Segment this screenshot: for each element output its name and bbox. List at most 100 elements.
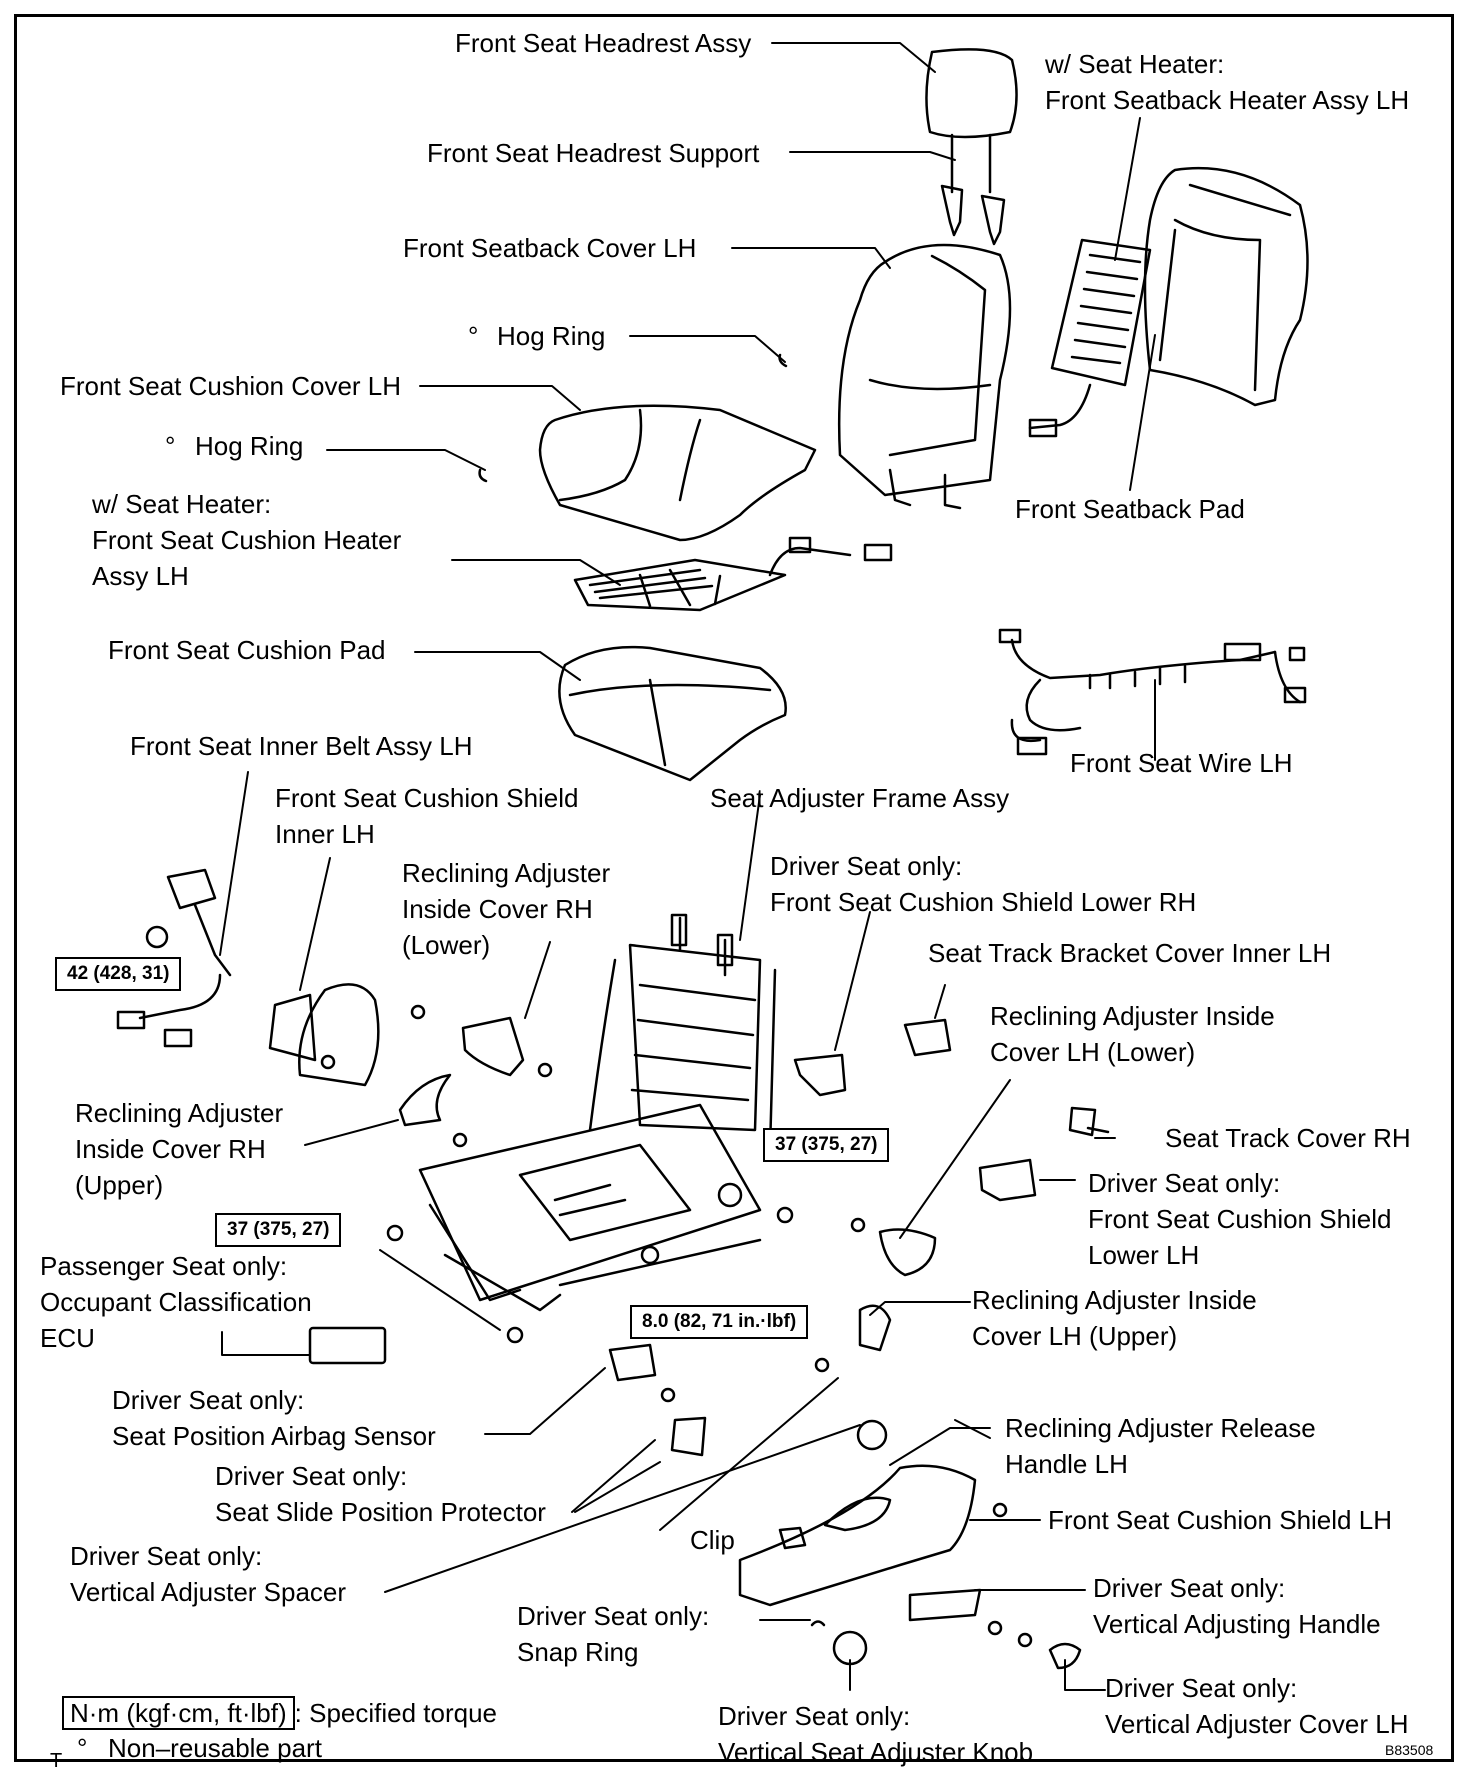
label-vertical-spacer-line2: Vertical Adjuster Spacer — [70, 1577, 347, 1607]
snap-ring — [810, 1620, 826, 1627]
label-shield-lower-rh-line2: Front Seat Cushion Shield Lower RH — [770, 887, 1197, 917]
label-rh-lower-line1: Reclining Adjuster — [402, 858, 611, 888]
label-shield-lh: Front Seat Cushion Shield LH — [1048, 1505, 1392, 1535]
torque-box-belt: 42 (428, 31) — [55, 957, 182, 991]
label-occupant-ecu-line1: Passenger Seat only: — [40, 1251, 288, 1281]
label-shield-lower-lh: Driver Seat only: Front Seat Cushion Shi… — [1088, 1165, 1392, 1273]
label-lh-lower-line2: Cover LH (Lower) — [990, 1037, 1196, 1067]
label-adjusting-handle-line2: Vertical Adjusting Handle — [1093, 1609, 1381, 1639]
hog-ring-1 — [778, 353, 788, 368]
adjuster-knob — [832, 1630, 868, 1666]
label-lh-lower-line1: Reclining Adjuster Inside — [990, 1001, 1275, 1031]
label-lh-upper: Reclining Adjuster Inside Cover LH (Uppe… — [972, 1282, 1257, 1354]
label-cushion-pad: Front Seat Cushion Pad — [108, 635, 386, 665]
label-occupant-ecu: Passenger Seat only: Occupant Classifica… — [40, 1248, 312, 1356]
label-seatback-heater: w/ Seat Heater: Front Seatback Heater As… — [1045, 46, 1409, 118]
label-slide-protector-line1: Driver Seat only: — [215, 1461, 408, 1491]
label-rh-upper-line2: Inside Cover RH — [75, 1134, 266, 1164]
torque-box-left: 37 (375, 27) — [215, 1213, 342, 1247]
label-lh-upper-line2: Cover LH (Upper) — [972, 1321, 1178, 1351]
label-seatback-cover: Front Seatback Cover LH — [403, 233, 697, 263]
label-hog-ring-2: Hog Ring — [195, 431, 304, 461]
slide-protector — [670, 1416, 707, 1457]
cover-rh-lower — [461, 1016, 525, 1077]
legend-unit-desc: : Specified torque — [294, 1698, 498, 1728]
legend-nonreusable-mark: ° — [77, 1733, 88, 1763]
label-shield-lower-lh-line3: Lower LH — [1088, 1240, 1200, 1270]
label-headrest-support: Front Seat Headrest Support — [427, 138, 760, 168]
figure-code: B83508 — [1385, 1742, 1434, 1758]
hog-ring-2 — [478, 468, 488, 483]
label-snap-ring-line1: Driver Seat only: — [517, 1601, 710, 1631]
label-seatback-pad: Front Seatback Pad — [1015, 494, 1245, 524]
label-airbag-sensor-line1: Driver Seat only: — [112, 1385, 305, 1415]
vertical-spacer — [856, 1419, 888, 1451]
torque-box-right: 37 (375, 27) — [763, 1128, 890, 1162]
cushion-heater — [573, 536, 893, 612]
label-snap-ring: Driver Seat only: Snap Ring — [517, 1598, 709, 1670]
bolt-sensor — [660, 1387, 676, 1403]
label-rh-upper-line3: (Upper) — [75, 1170, 164, 1200]
cushion-pad — [558, 645, 787, 782]
label-wire-lh: Front Seat Wire LH — [1070, 748, 1293, 778]
label-rh-upper-line1: Reclining Adjuster — [75, 1098, 284, 1128]
shield-lower-rh — [793, 1053, 847, 1097]
label-hog-ring-1: Hog Ring — [497, 321, 606, 351]
cushion-shield-lh — [738, 1464, 977, 1607]
label-track-bracket: Seat Track Bracket Cover Inner LH — [928, 938, 1332, 968]
label-release-handle: Reclining Adjuster Release Handle LH — [1005, 1410, 1316, 1482]
cushion-shield-inner — [268, 983, 426, 1087]
label-release-handle-line2: Handle LH — [1005, 1449, 1128, 1479]
label-cushion-heater: w/ Seat Heater: Front Seat Cushion Heate… — [92, 486, 401, 594]
label-cushion-heater-line3: Assy LH — [92, 561, 189, 591]
label-frame-assy: Seat Adjuster Frame Assy — [710, 783, 1010, 813]
bolt-left-37-a — [386, 1224, 404, 1242]
corner-mark: T — [50, 1750, 63, 1772]
cushion-cover — [538, 404, 817, 542]
seatback-cover — [837, 243, 1012, 510]
adjuster-cover — [1048, 1642, 1082, 1670]
label-shield-lower-rh-line1: Driver Seat only: — [770, 851, 963, 881]
label-slide-protector-line2: Seat Slide Position Protector — [215, 1497, 546, 1527]
label-airbag-sensor: Driver Seat only: Seat Position Airbag S… — [112, 1382, 436, 1454]
inner-belt — [116, 868, 232, 1048]
label-cushion-cover: Front Seat Cushion Cover LH — [60, 371, 402, 401]
cover-lh-lower — [878, 1228, 937, 1277]
label-shield-lower-rh: Driver Seat only: Front Seat Cushion Shi… — [770, 848, 1196, 920]
seat-wire-harness — [998, 628, 1307, 756]
label-lh-lower: Reclining Adjuster Inside Cover LH (Lowe… — [990, 998, 1275, 1070]
bolt-lh-lower — [850, 1217, 866, 1233]
label-occupant-ecu-line3: ECU — [40, 1323, 95, 1353]
label-vertical-spacer-line1: Driver Seat only: — [70, 1541, 263, 1571]
label-rh-upper: Reclining Adjuster Inside Cover RH (Uppe… — [75, 1095, 283, 1203]
bolt-lh-upper — [814, 1357, 830, 1373]
legend-nonreusable-desc: Non–reusable part — [108, 1733, 322, 1763]
release-handle — [823, 1496, 892, 1532]
label-clip: Clip — [690, 1525, 735, 1555]
mark-hog-ring-2: ° — [165, 431, 176, 461]
label-seatback-heater-line2: Front Seatback Heater Assy LH — [1045, 85, 1410, 115]
diagram-frame — [14, 14, 1454, 1762]
occupant-ecu — [308, 1326, 387, 1365]
bolt-shield-lh — [992, 1502, 1008, 1518]
label-rh-lower: Reclining Adjuster Inside Cover RH (Lowe… — [402, 855, 610, 963]
mark-hog-ring-1: ° — [468, 321, 479, 351]
label-cushion-heater-line2: Front Seat Cushion Heater — [92, 525, 402, 555]
bolt-rh-lower — [537, 1062, 553, 1078]
label-shield-lower-lh-line1: Driver Seat only: — [1088, 1168, 1281, 1198]
seatback-heater — [1028, 238, 1152, 438]
label-rh-lower-line3: (Lower) — [402, 930, 491, 960]
seatback-pad — [1143, 166, 1309, 407]
label-shield-inner-line2: Inner LH — [275, 819, 375, 849]
label-shield-lower-lh-line2: Front Seat Cushion Shield — [1088, 1204, 1392, 1234]
airbag-sensor — [608, 1343, 657, 1382]
track-cover-rh — [1068, 1106, 1110, 1137]
bolt-right-37 — [776, 1206, 794, 1224]
label-track-cover-rh: Seat Track Cover RH — [1165, 1123, 1411, 1153]
label-adjusting-handle-line1: Driver Seat only: — [1093, 1573, 1286, 1603]
adjusting-handle — [908, 1588, 982, 1622]
label-adjusting-handle: Driver Seat only: Vertical Adjusting Han… — [1093, 1570, 1381, 1642]
label-rh-lower-line2: Inside Cover RH — [402, 894, 593, 924]
label-vertical-spacer: Driver Seat only: Vertical Adjuster Spac… — [70, 1538, 346, 1610]
